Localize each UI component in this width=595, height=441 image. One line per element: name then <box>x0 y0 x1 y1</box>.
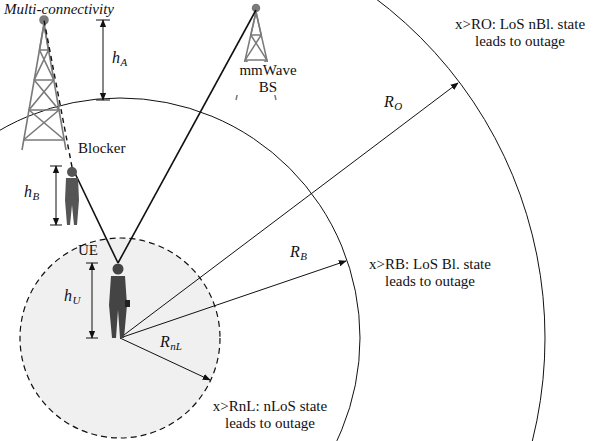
blocker-figure <box>65 167 79 225</box>
height-symbol: hA <box>112 50 127 68</box>
user-label: UE <box>78 242 98 259</box>
station-label: mmWave BS <box>232 62 304 95</box>
user-figure <box>109 264 130 339</box>
height-symbol: hB <box>24 184 39 202</box>
blocked-link-dashed <box>44 20 72 167</box>
figure-title: Multi-connectivity <box>4 1 114 18</box>
blocked-link <box>72 167 118 263</box>
outage-note: x>RO: LoS nBl. state leads to outage <box>448 16 592 49</box>
height-symbol: hU <box>64 288 80 306</box>
nlos-region <box>20 238 220 438</box>
radius-arrow <box>120 83 458 338</box>
outage-radius-arc <box>0 0 545 441</box>
radius-symbol: RB <box>290 244 307 262</box>
radius-arrow <box>120 261 346 338</box>
outage-note: x>RnL: nLoS state leads to outage <box>205 398 335 431</box>
radius-symbol: RO <box>384 94 402 112</box>
tower-symbol <box>22 16 66 150</box>
height-dimension <box>50 20 110 338</box>
outage-note: x>RB: LoS Bl. state leads to outage <box>360 256 500 289</box>
los-link <box>118 10 256 263</box>
radius-symbol: RnL <box>160 334 182 352</box>
blocker-label: Blocker <box>78 140 125 157</box>
